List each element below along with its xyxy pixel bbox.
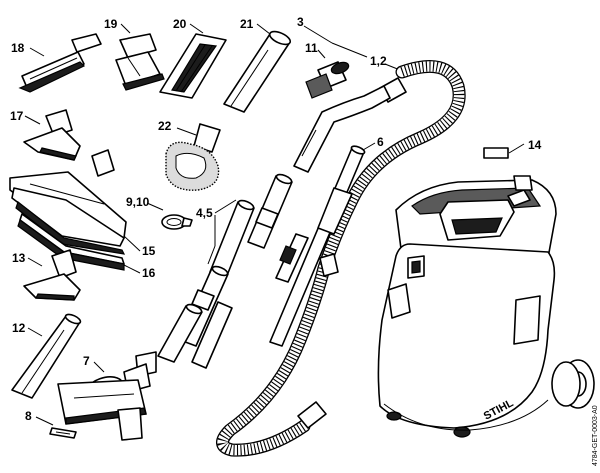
callout-22: 22 [158,119,172,133]
callout-7: 7 [83,354,90,368]
sealing-strip-icon [49,427,77,439]
callout-11: 11 [305,41,318,55]
floor-nozzle-icon [9,149,127,255]
upholstery-brush-icon [115,33,165,91]
angled-brush-icon [18,33,102,93]
callout-14: 14 [528,138,542,152]
callout-6: 6 [377,135,384,149]
drawing-code: 4784-GET-0003-A0 [592,405,599,466]
upholstery-nozzle-icon [23,109,81,161]
callout-13: 13 [12,251,26,265]
callout-21: 21 [240,17,254,31]
small-floor-nozzle-icon [23,249,81,301]
turbo-nozzle-icon [57,351,157,441]
dust-brush-icon [165,123,221,191]
suction-hose-icon [216,59,466,457]
callout-9-10: 9,10 [126,195,150,209]
label-tag-icon [483,147,509,159]
extension-tubes-icon [157,173,293,369]
callout-8: 8 [25,409,32,423]
callout-16: 16 [142,266,156,280]
callout-3: 3 [297,15,304,29]
callout-18: 18 [11,41,25,55]
leader-lines [24,23,525,426]
adapter-icon [305,61,350,99]
clip-icon [161,214,193,230]
callout-20: 20 [173,17,187,31]
callout-4-5: 4,5 [196,206,213,220]
callout-15: 15 [142,244,156,258]
callout-17: 17 [10,109,24,123]
crevice-tool-icon [11,313,82,399]
crevice-nozzle-icon [223,30,292,113]
callout-19: 19 [104,17,118,31]
vacuum-cleaner-icon: STIHL [377,175,595,438]
handle-tube-icon [269,145,366,347]
callout-1-2: 1,2 [370,54,387,68]
callout-12: 12 [12,321,26,335]
flat-nozzle-icon [159,33,227,99]
